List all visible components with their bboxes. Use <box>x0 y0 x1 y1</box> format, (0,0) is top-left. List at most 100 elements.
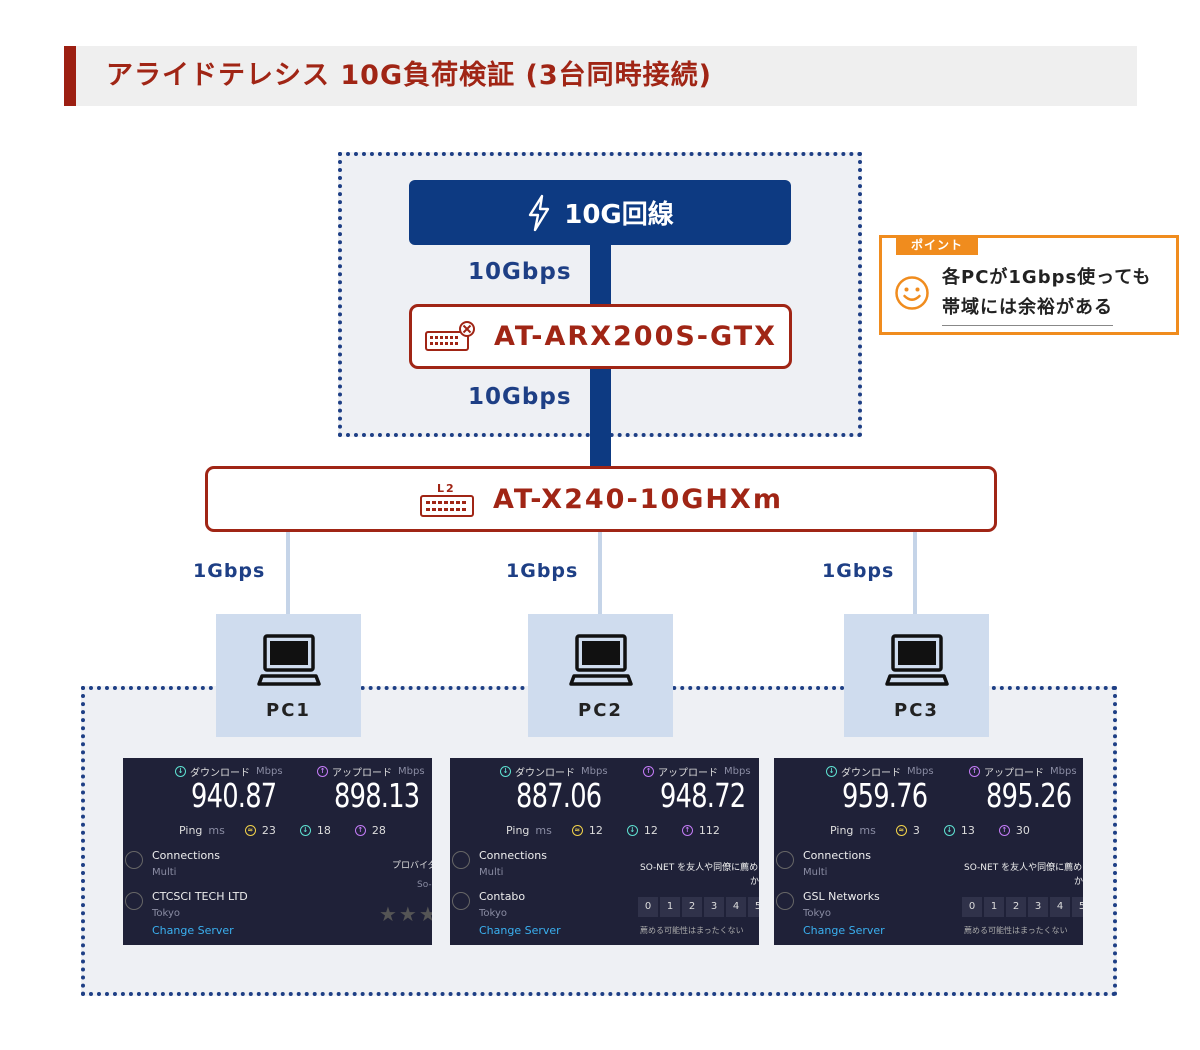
ping-upload-icon: ↑ <box>681 825 693 836</box>
rating-stars[interactable]: ★★★ <box>379 902 432 926</box>
scale-0-button[interactable]: 0 <box>962 897 982 917</box>
connections-value: Multi <box>152 867 177 878</box>
survey-scale: 0 1 2 3 4 5 <box>962 897 1083 917</box>
pc2-label: PC2 <box>578 700 623 721</box>
ping-upload-icon: ↑ <box>998 825 1010 836</box>
survey-scale-note: 薦める可能性はまったくない <box>640 926 744 935</box>
survey-scale: 0 1 2 3 4 5 <box>638 897 759 917</box>
upload-icon: ↑ <box>317 766 328 777</box>
connections-value: Multi <box>803 867 828 878</box>
laptop-icon <box>257 634 321 686</box>
smiley-icon <box>895 276 929 310</box>
switch-box: L2 AT-X240-10GHXm <box>205 466 997 532</box>
server-name: CTCSCI TECH LTD <box>152 890 248 903</box>
provider-sub: So- <box>417 880 432 890</box>
ping-upload-icon: ↑ <box>354 825 366 836</box>
globe-icon <box>125 892 143 910</box>
survey-question: SO-NET を友人や同僚に薦める <box>964 863 1083 873</box>
pc2-box: PC2 <box>528 614 673 737</box>
scale-1-button[interactable]: 1 <box>984 897 1004 917</box>
scale-5-button[interactable]: 5 <box>1072 897 1083 917</box>
switch-label: AT-X240-10GHXm <box>493 483 783 515</box>
scale-2-button[interactable]: 2 <box>1006 897 1026 917</box>
pc1-label: PC1 <box>266 700 311 721</box>
download-icon: ↓ <box>500 766 511 777</box>
switch-badge: L2 <box>437 482 456 495</box>
server-city: Tokyo <box>479 908 507 919</box>
internet-line-label: 10G回線 <box>564 200 674 230</box>
ping-idle-icon: ≈ <box>244 825 256 836</box>
server-name: GSL Networks <box>803 890 880 903</box>
branch-link-pc2 <box>598 532 602 616</box>
scale-2-button[interactable]: 2 <box>682 897 702 917</box>
speed-switch-to-pc2: 1Gbps <box>506 560 579 582</box>
point-text-line1: 各PCが1Gbps使っても <box>942 267 1152 288</box>
ping-idle-icon: ≈ <box>895 825 907 836</box>
branch-link-pc3 <box>913 532 917 616</box>
router-box: AT-ARX200S-GTX <box>409 304 792 369</box>
globe-icon <box>452 892 470 910</box>
scale-0-button[interactable]: 0 <box>638 897 658 917</box>
point-tag: ポイント <box>896 235 978 255</box>
survey-question-tail: か <box>750 877 759 887</box>
server-name: Contabo <box>479 890 526 903</box>
laptop-icon <box>885 634 949 686</box>
scale-1-button[interactable]: 1 <box>660 897 680 917</box>
change-server-link[interactable]: Change Server <box>479 924 561 937</box>
survey-question-tail: か <box>1074 877 1083 887</box>
download-icon: ↓ <box>175 766 186 777</box>
title-bar: アライドテレシス 10G負荷検証 (3台同時接続) <box>64 46 1137 106</box>
scale-3-button[interactable]: 3 <box>1028 897 1048 917</box>
internet-line-box: 10G回線 <box>409 180 791 245</box>
scale-5-button[interactable]: 5 <box>748 897 759 917</box>
upload-speed: 948.72 <box>660 776 746 815</box>
speed-line-to-router: 10Gbps <box>468 259 572 285</box>
pc3-label: PC3 <box>894 700 939 721</box>
upload-icon: ↑ <box>969 766 980 777</box>
server-city: Tokyo <box>803 908 831 919</box>
download-icon: ↓ <box>826 766 837 777</box>
survey-scale-note: 薦める可能性はまったくない <box>964 926 1068 935</box>
speed-router-to-switch: 10Gbps <box>468 384 572 410</box>
pc1-box: PC1 <box>216 614 361 737</box>
upload-speed: 895.26 <box>986 776 1072 815</box>
scale-3-button[interactable]: 3 <box>704 897 724 917</box>
scale-4-button[interactable]: 4 <box>1050 897 1070 917</box>
ping-idle-icon: ≈ <box>571 825 583 836</box>
survey-question: SO-NET を友人や同僚に薦める <box>640 863 759 873</box>
globe-icon <box>776 892 794 910</box>
upload-speed: 898.13 <box>334 776 420 815</box>
scale-4-button[interactable]: 4 <box>726 897 746 917</box>
branch-link-pc1 <box>286 532 290 616</box>
point-callout: ポイント 各PCが1Gbps使っても 帯域には余裕がある <box>879 235 1179 335</box>
title-accent-bar <box>64 46 76 106</box>
ping-download-icon: ↓ <box>626 825 638 836</box>
download-speed: 959.76 <box>842 776 928 815</box>
speed-switch-to-pc1: 1Gbps <box>193 560 266 582</box>
router-icon <box>425 320 476 351</box>
change-server-link[interactable]: Change Server <box>803 924 885 937</box>
router-label: AT-ARX200S-GTX <box>494 321 777 352</box>
change-server-link[interactable]: Change Server <box>152 924 234 937</box>
download-speed: 940.87 <box>191 776 277 815</box>
laptop-icon <box>569 634 633 686</box>
connections-icon <box>776 851 794 869</box>
download-speed: 887.06 <box>516 776 602 815</box>
lightning-icon <box>529 194 550 231</box>
connections-label: Connections <box>479 849 547 862</box>
upload-icon: ↑ <box>643 766 654 777</box>
speed-switch-to-pc3: 1Gbps <box>822 560 895 582</box>
point-text-line2: 帯域には余裕がある <box>942 293 1113 326</box>
connections-icon <box>452 851 470 869</box>
server-city: Tokyo <box>152 908 180 919</box>
